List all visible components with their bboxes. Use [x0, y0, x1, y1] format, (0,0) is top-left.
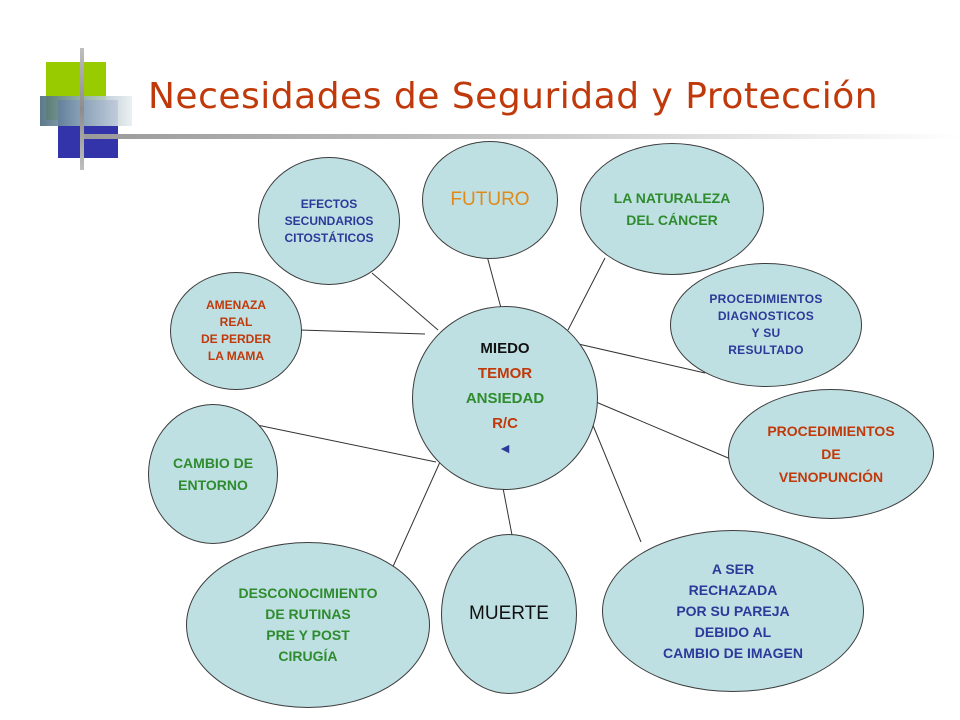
node-text: PROCEDIMIENTOS: [767, 422, 895, 439]
node-text: POR SU PAREJA: [676, 602, 790, 619]
link-venopuncion: [595, 401, 734, 461]
node-text: LA MAMA: [207, 349, 265, 363]
link-entorno: [256, 424, 437, 463]
node-text: A SER: [711, 560, 755, 577]
center-text: R/C: [492, 414, 518, 432]
node-text: DE RUTINAS: [265, 606, 351, 622]
node-naturaleza-cancer: LA NATURALEZA DEL CÁNCER: [580, 143, 764, 275]
node-text: ENTORNO: [178, 477, 248, 493]
deco-gradient-bar: [40, 96, 132, 126]
node-text: RESULTADO: [728, 343, 804, 357]
node-efectos-secundarios: EFECTOS SECUNDARIOS CITOSTÁTICOS: [258, 157, 400, 285]
node-text: SECUNDARIOS: [284, 213, 374, 228]
node-text: FUTURO: [450, 189, 530, 210]
node-text: DESCONOCIMIENTO: [238, 585, 378, 601]
link-efectos: [371, 272, 439, 331]
node-text: LA NATURALEZA: [613, 190, 731, 206]
link-amenaza: [299, 329, 426, 335]
node-futuro: FUTURO: [422, 141, 558, 259]
node-text: EFECTOS: [300, 196, 358, 211]
node-text: Y SU: [751, 326, 781, 340]
link-diagnosticos: [573, 342, 706, 374]
node-text: CAMBIO DE IMAGEN: [663, 644, 803, 661]
node-text: DE: [821, 445, 841, 462]
node-text: PRE Y POST: [266, 627, 350, 643]
node-text: VENOPUNCIÓN: [778, 468, 884, 485]
center-text: ANSIEDAD: [465, 389, 545, 407]
link-rechazada: [589, 417, 642, 543]
center-text: MIEDO: [480, 339, 530, 357]
node-amenaza: AMENAZA REAL DE PERDER LA MAMA: [170, 272, 302, 390]
node-text: CAMBIO DE: [172, 455, 254, 471]
node-text: DE PERDER: [200, 332, 271, 346]
page-title: Necesidades de Seguridad y Protección: [148, 76, 879, 117]
node-text: DEBIDO AL: [694, 623, 772, 640]
node-text: MUERTE: [469, 603, 549, 624]
node-text: CIRUGÍA: [278, 648, 338, 664]
node-text: PROCEDIMIENTOS: [709, 292, 823, 306]
link-rutinas: [390, 461, 441, 572]
node-procedimientos-diagnosticos: PROCEDIMIENTOS DIAGNOSTICOS Y SU RESULTA…: [670, 263, 862, 387]
node-text: AMENAZA: [205, 298, 266, 312]
node-text: DIAGNOSTICOS: [717, 309, 815, 323]
node-text: CITOSTÁTICOS: [284, 230, 374, 245]
node-rechazada: A SER RECHAZADA POR SU PAREJA DEBIDO AL …: [602, 530, 864, 692]
node-center-miedo: MIEDO TEMOR ANSIEDAD R/C ◄: [412, 306, 598, 490]
node-text: REAL: [219, 315, 253, 329]
title-underline: [84, 134, 960, 139]
node-muerte: MUERTE: [441, 534, 577, 694]
link-muerte: [502, 487, 513, 536]
node-text: DEL CÁNCER: [626, 212, 718, 228]
left-arrow-icon: ◄: [498, 439, 512, 456]
link-naturaleza: [567, 257, 606, 331]
node-venopuncion: PROCEDIMIENTOS DE VENOPUNCIÓN: [728, 389, 934, 519]
node-text: RECHAZADA: [688, 581, 778, 598]
link-futuro: [486, 255, 502, 309]
node-desconocimiento-rutinas: DESCONOCIMIENTO DE RUTINAS PRE Y POST CI…: [186, 542, 430, 708]
node-cambio-entorno: CAMBIO DE ENTORNO: [148, 404, 278, 544]
deco-vertical-line: [80, 48, 84, 170]
center-text: TEMOR: [477, 364, 533, 382]
